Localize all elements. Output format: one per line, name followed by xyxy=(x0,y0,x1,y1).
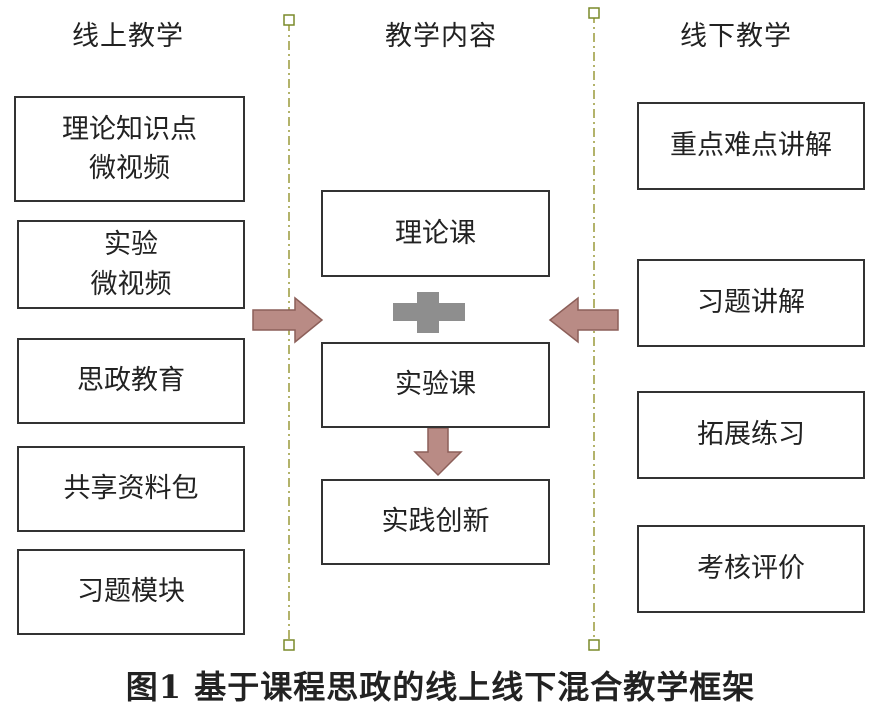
right-divider xyxy=(588,7,600,651)
online-item-lab-microvideo: 实验 微视频 xyxy=(17,220,245,309)
content-theory-course: 理论课 xyxy=(321,190,550,277)
online-item-line: 习题模块 xyxy=(77,576,185,608)
offline-item-exercise-explanation: 习题讲解 xyxy=(637,259,865,347)
online-item-theory-microvideo: 理论知识点 微视频 xyxy=(14,96,245,202)
online-item-line: 理论知识点 xyxy=(62,113,197,145)
offline-item-assessment: 考核评价 xyxy=(637,525,865,613)
offline-item-extended-practice: 拓展练习 xyxy=(637,391,865,479)
online-item-line: 微视频 xyxy=(90,268,172,300)
online-item-line: 思政教育 xyxy=(77,365,185,397)
lab-to-practice-arrow xyxy=(413,427,463,477)
content-label: 实践创新 xyxy=(381,506,490,538)
left-divider xyxy=(283,14,295,651)
online-item-exercise-module: 习题模块 xyxy=(17,549,245,635)
offline-label: 拓展练习 xyxy=(697,419,805,451)
content-label: 理论课 xyxy=(395,217,476,249)
offline-teaching-title: 线下教学 xyxy=(680,21,792,52)
offline-label: 习题讲解 xyxy=(697,287,805,319)
online-item-line: 实验 xyxy=(104,229,158,261)
offline-label: 考核评价 xyxy=(697,553,805,585)
teaching-content-title: 教学内容 xyxy=(385,21,497,52)
online-to-content-arrow xyxy=(252,296,324,344)
offline-item-key-points: 重点难点讲解 xyxy=(637,102,865,190)
figure-caption: 图1 基于课程思政的线上线下混合教学框架 xyxy=(125,668,756,706)
online-item-line: 共享资料包 xyxy=(63,473,199,505)
online-teaching-title: 线上教学 xyxy=(72,21,184,52)
offline-to-content-arrow xyxy=(548,296,619,344)
online-item-resource-pack: 共享资料包 xyxy=(17,446,245,532)
online-item-ideology: 思政教育 xyxy=(17,338,245,424)
content-label: 实验课 xyxy=(395,369,476,401)
content-lab-course: 实验课 xyxy=(321,342,550,428)
plus-sign xyxy=(393,292,465,333)
content-practice-innovation: 实践创新 xyxy=(321,479,550,565)
offline-label: 重点难点讲解 xyxy=(670,130,832,162)
online-item-line: 微视频 xyxy=(89,153,170,184)
